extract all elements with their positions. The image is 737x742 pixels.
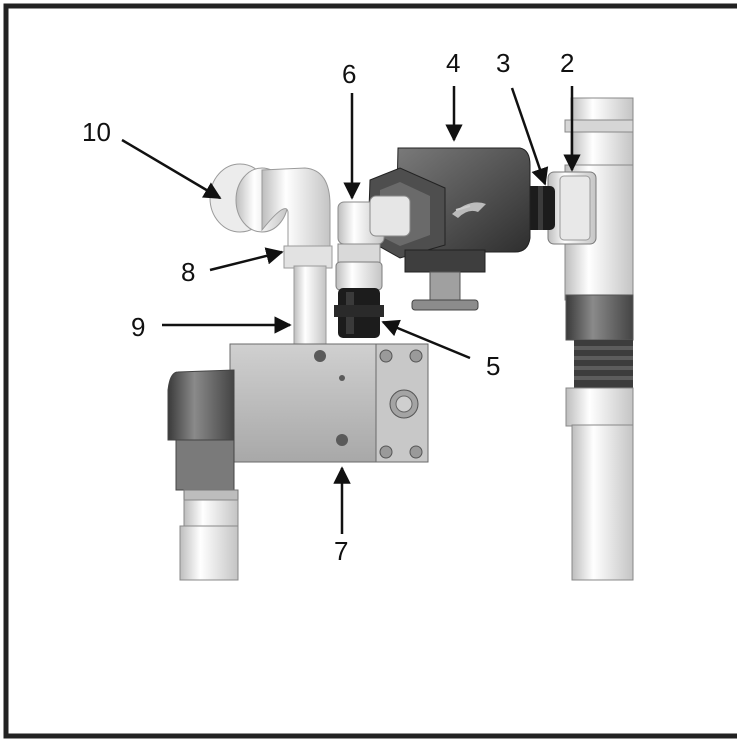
left-lower-pipe (167, 369, 239, 581)
manifold-block (229, 343, 429, 463)
callout-label: 9 (131, 312, 145, 342)
callout-label: 4 (446, 48, 460, 78)
callout-label: 10 (82, 117, 111, 147)
diagram-border (3, 3, 737, 739)
callout-label: 2 (560, 48, 574, 78)
elbow-fitting-top (209, 163, 331, 251)
callout-label: 5 (486, 351, 500, 381)
vertical-pipe-stub (293, 265, 327, 349)
callout-label: 7 (334, 536, 348, 566)
callout-arrows (121, 86, 581, 534)
union-nut (547, 171, 597, 245)
arrow-10 (121, 138, 222, 200)
callout-label: 3 (496, 48, 510, 78)
arrow-3 (510, 87, 549, 186)
small-elbow-connector (335, 195, 411, 291)
elbow-fitting-lower (283, 245, 333, 269)
callout-labels: 10 8 9 6 4 3 2 5 7 (82, 48, 574, 566)
arrow-5 (381, 319, 471, 360)
black-coupling (334, 288, 384, 338)
right-pipe-assembly (564, 97, 634, 581)
callout-label: 6 (342, 59, 356, 89)
arrow-8 (209, 247, 284, 272)
callout-label: 8 (181, 257, 195, 287)
